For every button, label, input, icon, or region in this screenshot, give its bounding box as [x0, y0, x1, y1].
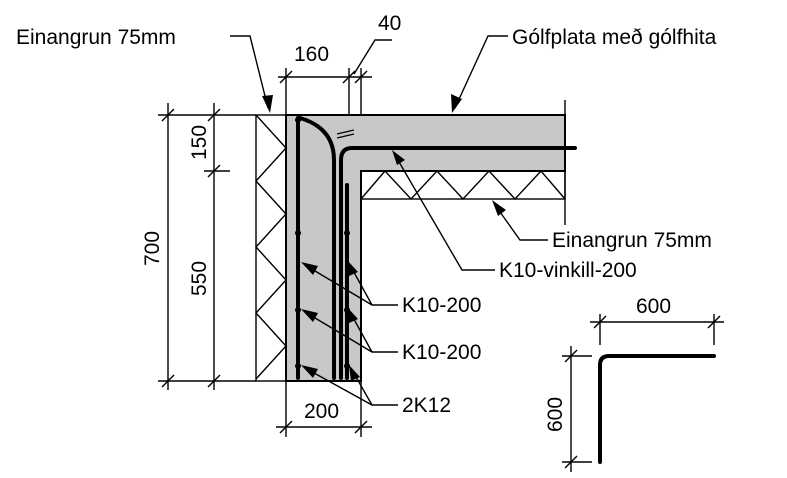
dim-detail-width: 600 — [636, 295, 671, 318]
angle-bar-label: K10-vinkill-200 — [499, 259, 637, 282]
reinforcement — [295, 116, 577, 380]
dim-width-bottom: 200 — [304, 400, 339, 423]
floor-slab-label: Gólfplata með gólfhita — [512, 26, 717, 49]
dim-detail-height: 600 — [544, 397, 567, 432]
bars-a-label: K10-200 — [402, 294, 481, 317]
dim-height-top: 150 — [188, 125, 211, 160]
wall-insulation-label: Einangrun 75mm — [16, 26, 176, 49]
floor-insulation-label: Einangrun 75mm — [552, 229, 712, 252]
bottom-bars-label: 2K12 — [402, 394, 451, 417]
floor-insulation — [360, 169, 566, 201]
dim-height-lower: 550 — [188, 261, 211, 296]
dim-width-small: 40 — [378, 12, 401, 35]
leader-lines — [230, 35, 548, 406]
dim-height-total: 700 — [141, 231, 164, 266]
wall-insulation — [255, 114, 287, 382]
dim-width-top: 160 — [294, 43, 329, 66]
dimension-lines — [158, 39, 566, 437]
bars-b-label: K10-200 — [402, 341, 481, 364]
angle-bar-detail — [562, 314, 724, 472]
